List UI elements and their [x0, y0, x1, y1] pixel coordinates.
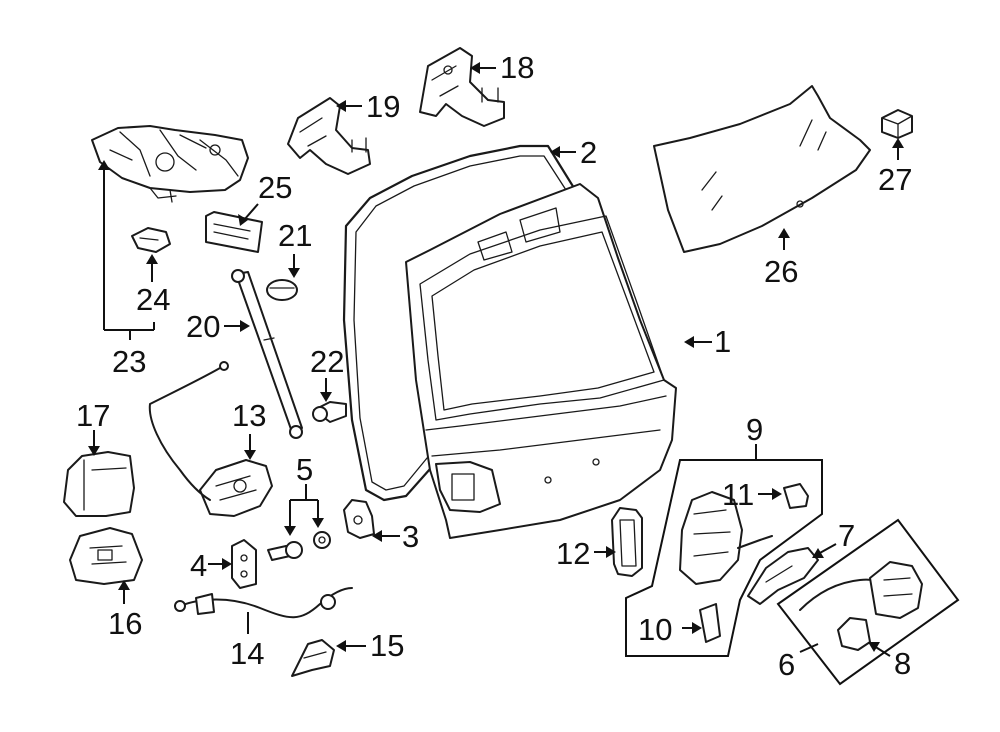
leader-15 — [336, 640, 366, 652]
callout-18: 18 — [500, 50, 534, 85]
callout-11: 11 — [722, 477, 754, 512]
part-26-rear-glass — [653, 85, 871, 253]
leader-19 — [336, 100, 362, 112]
part-27-clip — [881, 109, 913, 139]
leader-25 — [238, 203, 259, 226]
part-15-handle — [291, 639, 335, 677]
callout-12: 12 — [556, 536, 590, 571]
part-9-lock-assembly — [679, 483, 809, 643]
part-3-striker — [343, 499, 375, 539]
callout-19: 19 — [366, 89, 400, 124]
leader-20 — [224, 320, 250, 332]
part-22-ball-stud — [312, 401, 347, 423]
leader-7 — [812, 543, 837, 558]
callout-6: 6 — [778, 647, 795, 682]
part-21-bolt — [266, 279, 298, 301]
callout-5: 5 — [296, 452, 313, 487]
callout-10: 10 — [638, 612, 672, 647]
leader-5 — [284, 484, 324, 536]
part-24-sensor — [131, 227, 171, 253]
leader-13 — [244, 434, 256, 460]
callout-1: 1 — [714, 324, 731, 359]
leader-17 — [88, 430, 100, 456]
leader-1 — [684, 336, 712, 348]
callout-27: 27 — [878, 162, 912, 197]
callout-4: 4 — [190, 548, 207, 583]
group-box-6 — [776, 518, 960, 686]
leader-2 — [550, 146, 576, 158]
callout-20: 20 — [186, 309, 220, 344]
callout-21: 21 — [278, 218, 312, 253]
part-4-bracket — [231, 539, 257, 589]
leader-27 — [892, 138, 904, 160]
group-box-9 — [625, 459, 823, 657]
part-7-bracket — [747, 547, 819, 605]
callout-17: 17 — [76, 398, 110, 433]
leader-21 — [288, 254, 300, 278]
callout-13: 13 — [232, 398, 266, 433]
callout-22: 22 — [310, 344, 344, 379]
callout-23: 23 — [112, 344, 146, 379]
part-16-actuator — [69, 527, 143, 585]
leader-8 — [868, 642, 891, 657]
leader-6 — [799, 643, 819, 653]
part-1-liftgate — [405, 183, 677, 539]
leader-10 — [682, 622, 702, 634]
part-12-pad — [611, 507, 643, 577]
leader-22 — [320, 378, 332, 402]
part-20-gas-strut — [231, 269, 303, 439]
leader-16 — [118, 580, 130, 604]
part-6-latch-assembly — [799, 561, 923, 651]
part-5-bolts — [267, 531, 331, 561]
callout-3: 3 — [402, 519, 419, 554]
callout-14: 14 — [230, 636, 264, 671]
callout-24: 24 — [136, 282, 170, 317]
leader-11 — [758, 488, 782, 500]
callout-8: 8 — [894, 646, 911, 681]
part-25-control-unit — [205, 211, 263, 253]
callout-2: 2 — [580, 135, 597, 170]
callout-16: 16 — [108, 606, 142, 641]
leader-26 — [778, 228, 790, 250]
leader-12 — [594, 546, 616, 558]
part-18-hinge — [419, 47, 505, 127]
leader-18 — [470, 62, 496, 74]
callout-26: 26 — [764, 254, 798, 289]
callout-7: 7 — [838, 518, 855, 553]
part-14-cable — [174, 587, 353, 619]
callout-25: 25 — [258, 170, 292, 205]
part-17-cover — [63, 451, 135, 517]
leader-24 — [146, 254, 158, 282]
part-link-rod — [148, 361, 229, 501]
callout-15: 15 — [370, 628, 404, 663]
leader-23 — [98, 160, 155, 340]
part-19-hinge — [287, 97, 371, 175]
leader-4 — [208, 558, 232, 570]
callout-9: 9 — [746, 412, 763, 447]
part-23-latch-module — [91, 125, 249, 203]
part-13-latch — [199, 459, 273, 517]
leader-3 — [372, 530, 400, 542]
